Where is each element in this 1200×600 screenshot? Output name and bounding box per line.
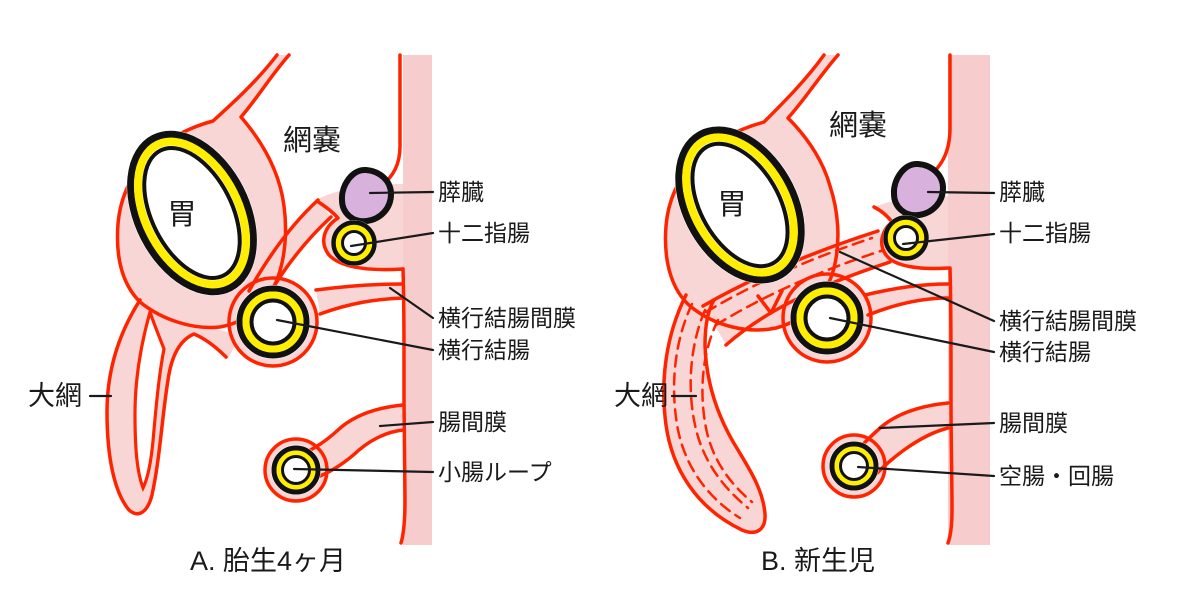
pancreas-label-a: 膵臓 bbox=[438, 179, 484, 205]
transverse-colon-a bbox=[236, 285, 310, 359]
band-flap-b bbox=[758, 291, 782, 313]
caption-a: A. 胎生4ヶ月 bbox=[190, 546, 346, 576]
colon-label-a: 横行結腸 bbox=[438, 337, 530, 363]
bursa-label-b: 網嚢 bbox=[829, 109, 887, 142]
jejunum-ileum-b bbox=[829, 441, 879, 491]
greater-omentum-b bbox=[663, 295, 766, 533]
transverse-colon-b bbox=[790, 281, 864, 355]
stomach-label-a: 胃 bbox=[167, 199, 196, 231]
mesocolon-label-b: 横行結腸間膜 bbox=[999, 308, 1137, 334]
stomach-label-b: 胃 bbox=[717, 189, 746, 221]
posterior-wall-b bbox=[948, 55, 990, 545]
duodenum-b bbox=[883, 215, 929, 261]
colon-label-b: 横行結腸 bbox=[999, 339, 1091, 365]
caption-b: B. 新生児 bbox=[761, 546, 875, 576]
bowel-label-b: 空腸・回腸 bbox=[999, 463, 1114, 489]
duodenum-a bbox=[331, 220, 377, 266]
duodenum-label-a: 十二指腸 bbox=[438, 220, 530, 246]
fusion-dashed-lines-b bbox=[672, 236, 886, 520]
omentum-label-b: 大網 bbox=[614, 381, 668, 411]
leader-lines bbox=[88, 190, 996, 478]
duodenum-label-b: 十二指腸 bbox=[999, 220, 1091, 246]
pancreas-a bbox=[338, 167, 395, 225]
mesentery-label-b: 腸間膜 bbox=[999, 410, 1068, 436]
panel-b-text: 網嚢 胃 大網 膵臓 十二指腸 横行結腸間膜 横行結腸 腸間膜 空腸・回腸 B.… bbox=[614, 109, 1137, 576]
mesentery-label-a: 腸間膜 bbox=[438, 409, 507, 435]
stomach-b bbox=[674, 126, 806, 284]
pancreas-b bbox=[890, 161, 947, 219]
greater-omentum-a bbox=[107, 300, 240, 514]
stomach-a bbox=[126, 130, 258, 296]
mesocolon-label-a: 横行結腸間膜 bbox=[438, 305, 576, 331]
omentum-label-a: 大網 bbox=[28, 381, 82, 411]
pancreas-label-b: 膵臓 bbox=[999, 179, 1045, 205]
bursa-label-a: 網嚢 bbox=[283, 124, 341, 157]
omental-cavity-a bbox=[133, 306, 166, 493]
panel-a-text: 網嚢 胃 大網 膵臓 十二指腸 横行結腸間膜 横行結腸 腸間膜 小腸ループ A.… bbox=[28, 124, 576, 576]
bowel-label-a: 小腸ループ bbox=[438, 459, 552, 485]
